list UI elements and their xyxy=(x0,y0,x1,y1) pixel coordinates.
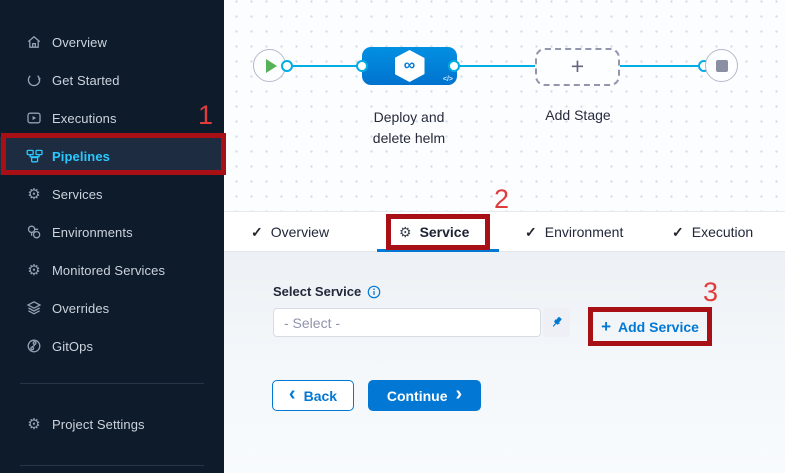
gear-icon: ⚙ xyxy=(399,224,412,240)
pipeline-connector-line xyxy=(287,65,704,67)
executions-icon xyxy=(25,109,43,127)
connector-dot xyxy=(281,60,293,72)
pipeline-end-node xyxy=(705,49,738,82)
sidebar-item-label: Pipelines xyxy=(52,148,110,164)
check-icon: ✓ xyxy=(672,223,684,240)
gitops-icon xyxy=(25,337,43,355)
tab-label: Service xyxy=(419,224,470,240)
sidebar-item-overview[interactable]: Overview xyxy=(0,23,224,61)
sidebar-footer: ⚙ Project Settings xyxy=(0,405,224,443)
cd-stage-hexagon-icon: ∞ xyxy=(394,50,425,82)
services-gear-icon: ⚙ xyxy=(27,185,41,203)
sidebar-item-monitored-services[interactable]: ⚙ Monitored Services xyxy=(0,251,224,289)
sidebar-item-label: Executions xyxy=(52,110,117,126)
sidebar-item-get-started[interactable]: Get Started xyxy=(0,61,224,99)
sidebar-item-label: Overrides xyxy=(52,300,110,316)
sidebar-nav: Overview Get Started E xyxy=(0,23,224,365)
sidebar-divider xyxy=(20,383,204,384)
sidebar-item-environments[interactable]: Environments xyxy=(0,213,224,251)
pipelines-icon xyxy=(25,147,43,165)
play-icon xyxy=(265,58,277,73)
plus-icon: + xyxy=(570,52,585,79)
chevron-left-icon: ‹ xyxy=(288,383,296,405)
tab-overview[interactable]: ✓ Overview xyxy=(251,212,329,252)
sidebar-divider xyxy=(20,465,204,466)
project-settings-gear-icon: ⚙ xyxy=(27,415,41,433)
get-started-icon xyxy=(25,71,43,89)
check-icon: ✓ xyxy=(251,223,263,240)
stage-name-line2: delete helm xyxy=(372,130,446,146)
environments-icon xyxy=(25,223,43,241)
add-service-label: Add Service xyxy=(618,318,699,335)
add-stage-label: Add Stage xyxy=(545,107,611,123)
sidebar-item-label: Get Started xyxy=(52,72,120,88)
continue-button[interactable]: Continue › xyxy=(368,380,481,411)
stop-icon xyxy=(715,59,728,72)
sidebar: Overview Get Started E xyxy=(0,0,224,473)
tab-label: Execution xyxy=(691,224,754,240)
tab-environment[interactable]: ✓ Environment xyxy=(525,212,623,252)
monitored-services-gear-icon: ⚙ xyxy=(27,261,41,279)
stage-name-line1: Deploy and xyxy=(373,109,445,125)
sidebar-item-label: Project Settings xyxy=(52,416,145,432)
stage-name-label: Deploy and delete helm xyxy=(344,107,474,149)
pin-button[interactable] xyxy=(543,308,570,337)
sidebar-item-project-settings[interactable]: ⚙ Project Settings xyxy=(0,405,224,443)
overrides-layers-icon xyxy=(25,299,43,317)
sidebar-item-label: GitOps xyxy=(52,338,94,354)
pipeline-canvas: ∞ </> + Deploy and delete helm Add Stage xyxy=(224,0,785,212)
check-icon: ✓ xyxy=(525,223,537,240)
service-tab-panel: Select Service xyxy=(224,252,785,473)
select-service-label: Select Service xyxy=(273,284,362,299)
sidebar-item-label: Services xyxy=(52,186,103,202)
connector-dot xyxy=(356,60,368,72)
code-icon: </> xyxy=(442,76,453,83)
stage-node-deploy-helm[interactable]: ∞ </> xyxy=(362,47,457,85)
back-label: Back xyxy=(303,387,338,404)
tab-execution[interactable]: ✓ Execution xyxy=(672,212,753,252)
stage-config-tabbar: ✓ Overview ⚙ Service ✓ Environment ✓ Exe… xyxy=(224,211,785,252)
sidebar-item-pipelines[interactable]: Pipelines xyxy=(0,137,224,175)
sidebar-item-label: Environments xyxy=(52,224,133,240)
tab-service[interactable]: ⚙ Service xyxy=(399,212,469,252)
plus-icon: + xyxy=(601,316,611,336)
sidebar-item-label: Overview xyxy=(52,34,107,50)
continue-label: Continue xyxy=(386,387,448,404)
chevron-right-icon: › xyxy=(455,383,463,405)
pin-icon xyxy=(549,315,564,330)
sidebar-item-gitops[interactable]: GitOps xyxy=(0,327,224,365)
sidebar-item-services[interactable]: ⚙ Services xyxy=(0,175,224,213)
add-stage-button[interactable]: + xyxy=(535,48,620,86)
select-service-dropdown[interactable] xyxy=(273,308,541,337)
add-service-button[interactable]: + Add Service xyxy=(593,312,707,341)
active-tab-underline xyxy=(377,249,499,252)
select-service-label-row: Select Service xyxy=(273,284,381,299)
sidebar-item-executions[interactable]: Executions xyxy=(0,99,224,137)
connector-dot xyxy=(448,60,460,72)
sidebar-item-overrides[interactable]: Overrides xyxy=(0,289,224,327)
sidebar-item-label: Monitored Services xyxy=(52,262,166,278)
infinity-icon: ∞ xyxy=(403,56,416,74)
back-button[interactable]: ‹ Back xyxy=(272,380,354,411)
tab-label: Environment xyxy=(544,224,624,240)
info-icon[interactable] xyxy=(367,285,381,299)
home-icon xyxy=(25,33,43,51)
tab-label: Overview xyxy=(270,224,330,240)
